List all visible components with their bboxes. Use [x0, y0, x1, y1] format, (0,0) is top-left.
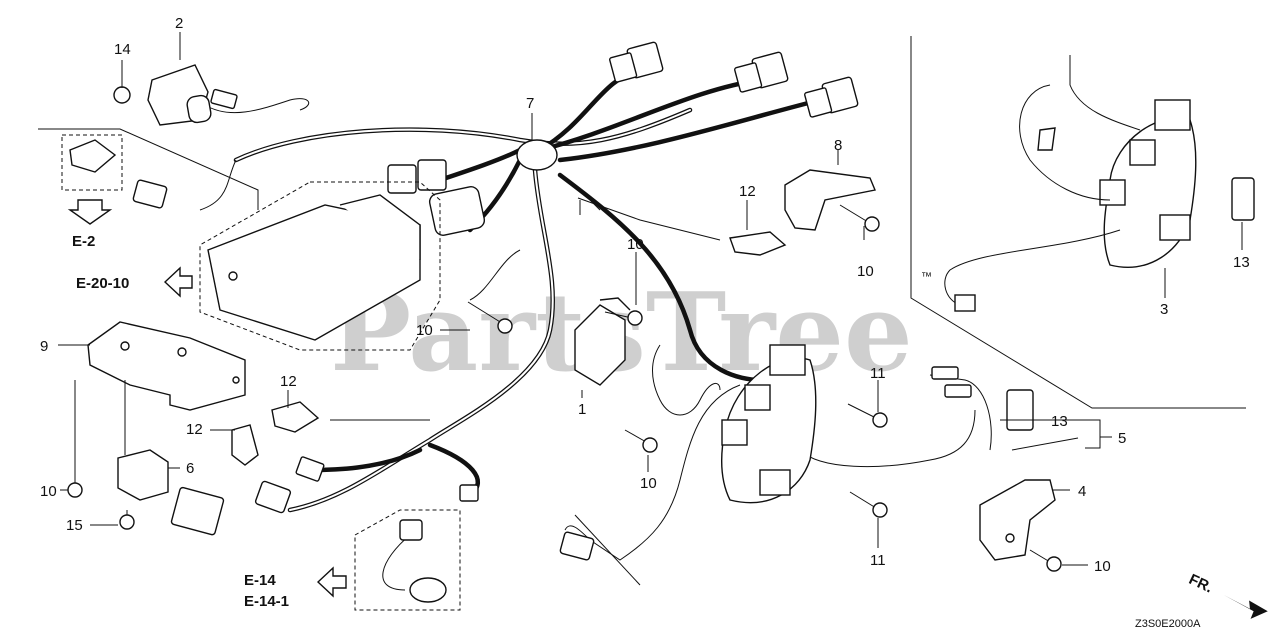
callout-10-left: 10 — [40, 483, 57, 500]
callout-14: 14 — [114, 41, 131, 58]
callout-9: 9 — [40, 338, 48, 355]
bracket-8 — [784, 169, 876, 231]
callout-4: 4 — [1078, 483, 1086, 500]
callout-15: 15 — [66, 517, 83, 534]
ref-e2: E-2 — [72, 233, 95, 250]
control-module — [207, 194, 421, 341]
drawing-code: Z3S0E2000A — [1135, 618, 1201, 630]
stator-3 — [944, 55, 1197, 312]
clips-12 — [231, 231, 787, 466]
front-label: FR. — [1186, 571, 1215, 597]
callout-10-bracket: 10 — [857, 263, 874, 280]
module-6 — [117, 449, 225, 536]
sensor-e14 — [382, 519, 447, 603]
callout-1: 1 — [578, 401, 586, 418]
wire-harness — [199, 67, 976, 586]
callout-11-top: 11 — [870, 365, 886, 382]
callout-11-bottom: 11 — [870, 552, 886, 569]
ref-e2010: E-20-10 — [76, 275, 129, 292]
callout-13-stator: 13 — [1051, 413, 1068, 430]
ref-e141: E-14-1 — [244, 593, 289, 610]
ref-e14: E-14 — [244, 572, 276, 589]
callout-8: 8 — [834, 137, 842, 154]
harness-connectors — [132, 41, 859, 561]
dashed-boxes — [61, 134, 461, 611]
callout-7: 7 — [526, 95, 534, 112]
callout-10-unit: 10 — [640, 475, 657, 492]
callout-2: 2 — [175, 15, 183, 32]
callout-12-top: 12 — [739, 183, 756, 200]
callout-13-right: 13 — [1233, 254, 1250, 271]
leader-lines — [58, 32, 1243, 566]
bracket-4 — [979, 479, 1056, 561]
unit-1 — [574, 297, 631, 386]
trademark-mark: ™ — [921, 271, 932, 283]
callout-5: 5 — [1118, 430, 1126, 447]
callout-10-right: 10 — [1094, 558, 1111, 575]
section-border — [38, 36, 1246, 409]
ref-arrows — [67, 199, 347, 598]
callout-10-ecu: 10 — [416, 322, 433, 339]
callout-10-mid: 10 — [627, 236, 644, 253]
part-sensor-2 — [69, 64, 212, 173]
callout-6: 6 — [186, 460, 194, 477]
front-arrow: FR. — [1186, 571, 1268, 619]
bolts — [67, 204, 1062, 572]
bracket-9 — [87, 321, 246, 411]
callout-12-left: 12 — [280, 373, 297, 390]
callout-3: 3 — [1160, 301, 1168, 318]
callout-12-lower: 12 — [186, 421, 203, 438]
stator-5 — [721, 344, 992, 504]
